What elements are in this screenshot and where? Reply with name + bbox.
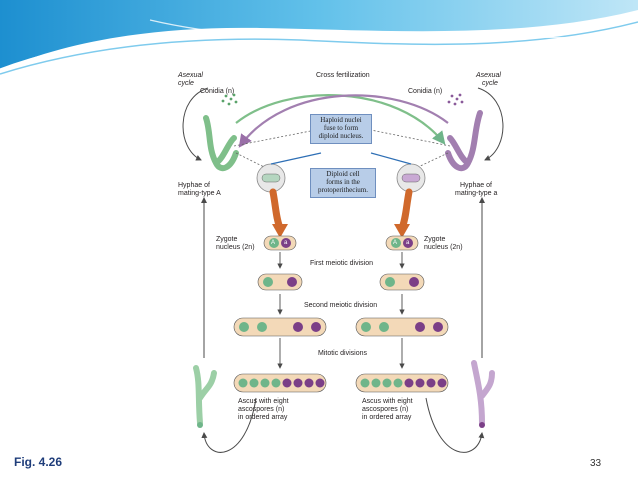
page-number: 33 [590,458,602,469]
orange-arrow-right [398,188,413,232]
hypha-bottom-right [471,360,495,426]
second-meiotic-cell-left [233,317,327,337]
ascus-right [355,373,449,393]
protoperithecium-left [256,163,286,193]
orange-arrow-left [269,188,284,232]
haploid-box-line-1: Haploid nuclei [320,116,362,124]
ascus-label-left-1: Ascus with eight [238,398,289,405]
cross-fertilization-label: Cross fertilization [316,72,370,79]
second-meiotic-label: Second meiotic division [304,302,378,309]
first-meiotic-cell-left [257,273,303,291]
ascus-label-right-1: Ascus with eight [362,398,413,405]
conidia-dots-left [221,93,238,106]
diploid-cell-box: Diploid cell forms in the protoperitheci… [310,168,376,198]
zygote-label-right-1: Zygote [424,236,446,243]
diploid-box-line-1: Diploid cell [326,170,360,178]
allele-A-zygote-right: A [393,240,398,246]
haploid-box-line-2: fuse to form [323,124,359,132]
first-meiotic-label: First meiotic division [310,260,374,267]
hyphae-label-right-1: Hyphae of [460,182,492,189]
life-cycle-diagram [182,87,504,453]
asexual-label-right-1: Asexual [476,72,501,79]
figure-label: Fig. 4.26 [14,455,63,469]
ascus-left [233,373,327,393]
zygote-label-left-2: nucleus (2n) [216,244,255,251]
allele-A-zygote-left: A [271,240,276,246]
diploid-box-line-2: forms in the [326,178,360,186]
ascus-label-left-2: ascospores (n) [238,406,285,413]
second-meiotic-cell-right [355,317,449,337]
hyphae-label-left-2: mating-type A [178,190,221,197]
hypha-top-right [445,110,483,172]
zygote-cell-left [263,235,297,251]
ascus-label-right-2: ascospores (n) [362,406,409,413]
zygote-label-left-1: Zygote [216,236,238,243]
haploid-box-line-3: diploid nucleus. [318,132,364,140]
return-arc-left [201,397,257,453]
asexual-label-left-2: cycle [178,80,194,87]
hyphae-label-left-1: Hyphae of [178,182,210,189]
header-swoosh-banner [0,0,638,75]
conidia-label-left: Conidia (n) [200,88,235,95]
hyphae-label-right-2: mating-type a [455,190,498,197]
asexual-arc-right [477,87,504,161]
hypha-top-left [203,115,239,172]
diploid-box-line-3: protoperithecium. [318,186,368,194]
allele-a-zygote-left: a [284,240,288,246]
first-meiotic-cell-right [379,273,425,291]
zygote-cell-right [385,235,419,251]
ascus-label-left-3: in ordered array [238,414,288,421]
cross-arc-purple [238,94,449,148]
zygote-label-right-2: nucleus (2n) [424,244,463,251]
asexual-label-right-2: cycle [482,80,498,87]
conidia-label-right: Conidia (n) [408,88,443,95]
protoperithecium-right [396,163,426,193]
life-cycle-figure: Asexual cycle Conidia (n) Cross fertiliz… [176,68,510,468]
asexual-label-left-1: Asexual [178,72,203,79]
haploid-fusion-box: Haploid nuclei fuse to form diploid nucl… [310,114,372,144]
asexual-arc-left [182,87,209,161]
ascus-label-right-3: in ordered array [362,414,412,421]
allele-a-zygote-right: a [406,240,410,246]
hypha-bottom-left [193,365,217,426]
mitotic-label: Mitotic divisions [318,350,368,357]
conidia-dots-right [447,93,464,106]
return-arc-right [425,397,485,453]
